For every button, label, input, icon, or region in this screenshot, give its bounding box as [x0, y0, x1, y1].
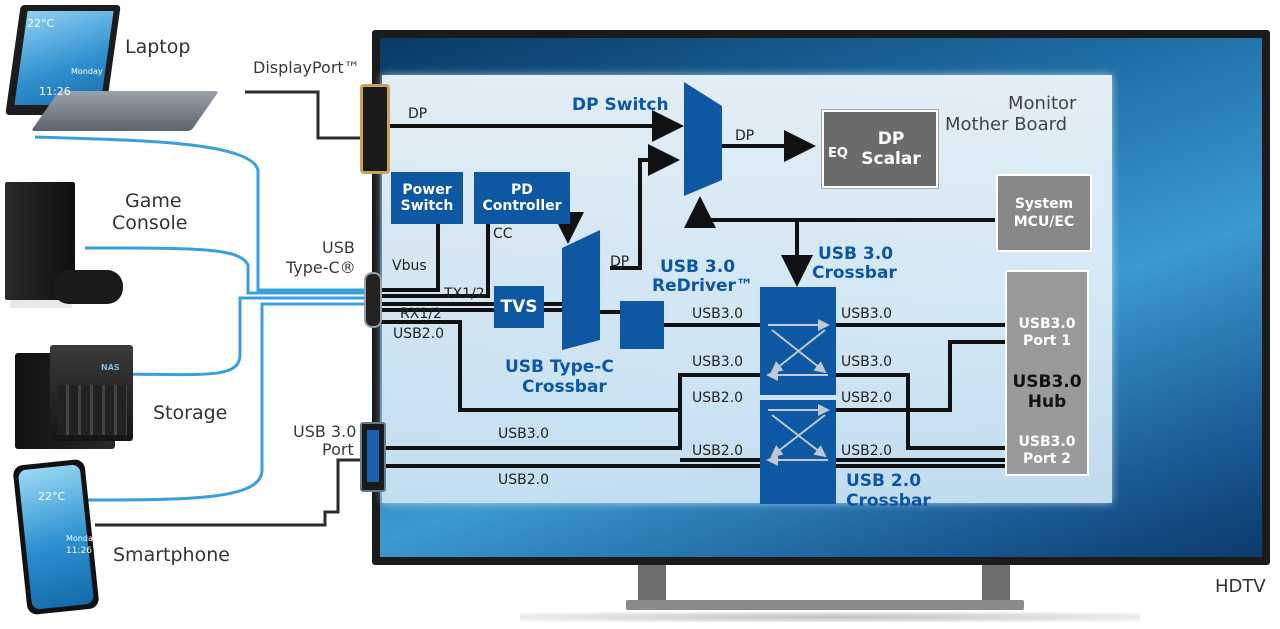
usb30-redriver-block [620, 301, 664, 349]
usb-typec-crossbar-title-line1: USB Type-C [505, 357, 614, 377]
power-switch-line1: Power [402, 182, 452, 198]
tv-stand-leg-left [638, 565, 666, 605]
nas-logo: NAS [101, 363, 120, 372]
power-switch-block: Power Switch [391, 172, 463, 224]
tv-stand-leg-right [982, 565, 1010, 605]
hub-port2-line1: USB3.0 [1018, 434, 1076, 450]
hub-port1-line1: USB3.0 [1018, 316, 1076, 332]
signal-usb20-b: USB2.0 [841, 390, 893, 406]
board-title-line2: Mother Board [945, 114, 1068, 135]
dp-scalar-eq: EQ [828, 146, 848, 161]
hub-port2-line2: Port 2 [1022, 451, 1072, 467]
smartphone-icon: 22°C Monday 11:26 [12, 458, 100, 622]
signal-dp-out: DP [735, 128, 755, 144]
usb-typec-label-line1: USB [322, 238, 355, 257]
usb20-crossbar-title-line1: USB 2.0 [846, 471, 922, 491]
signal-usb30-b: USB3.0 [841, 306, 893, 322]
signal-rx: RX1/2 [400, 306, 442, 322]
pd-controller-block: PD Controller [474, 172, 570, 224]
usb30-redriver-title-line1: USB 3.0 [660, 257, 736, 277]
game-console-label-line2: Console [112, 212, 188, 234]
dp-scalar-line1: DP [877, 129, 905, 149]
displayport-connector [360, 84, 390, 174]
displayport-label: DisplayPort™ [253, 58, 360, 77]
system-mcu-line2: MCU/EC [1013, 214, 1075, 230]
gamepad-icon [53, 270, 123, 304]
laptop-icon: 22°C 11:26 Monday [5, 5, 220, 140]
signal-cc: CC [493, 226, 513, 242]
game-console-icon [5, 182, 135, 322]
hub-port1-line2: Port 1 [1022, 333, 1072, 349]
laptop-screen-day: Monday [71, 67, 103, 76]
system-mcu-line1: System [1014, 196, 1074, 212]
smartphone-label: Smartphone [113, 544, 230, 566]
phone-screen-time: 11:26 [66, 546, 92, 556]
signal-usb30-d: USB3.0 [841, 354, 893, 370]
board-title-line1: Monitor [1008, 93, 1077, 114]
laptop-label: Laptop [125, 36, 191, 58]
hdtv-label: HDTV [1215, 576, 1266, 597]
tv-stand-shadow [520, 612, 1140, 622]
tv-stand-base [626, 600, 1024, 610]
dp-switch-title: DP Switch [572, 95, 669, 115]
signal-usb20-d: USB2.0 [841, 443, 893, 459]
signal-usb20-c: USB2.0 [692, 443, 744, 459]
signal-usb20-a: USB2.0 [692, 390, 744, 406]
usb30-port-connector [360, 422, 386, 492]
usb30-port-label-line1: USB 3.0 [293, 422, 357, 441]
phone-screen-day: Monday [66, 534, 98, 543]
phone-screen-temp: 22°C [38, 490, 66, 503]
storage-label: Storage [153, 402, 228, 424]
usb30-redriver-title-line2: ReDriver™ [652, 276, 753, 296]
dp-scalar-block: EQ DP Scalar [822, 110, 938, 188]
signal-usb30-c: USB3.0 [692, 354, 744, 370]
tvs-label: TVS [500, 297, 538, 317]
signal-usb20-typec: USB2.0 [393, 326, 445, 342]
signal-usb30-a: USB3.0 [692, 306, 744, 322]
signal-dp-from-crossbar: DP [610, 254, 630, 270]
dp-scalar-line2: Scalar [861, 149, 921, 169]
hub-name-line2: Hub [1027, 392, 1067, 412]
game-console-label-line1: Game [125, 190, 182, 212]
tvs-block: TVS [494, 286, 544, 328]
usb30-crossbar-title-line2: Crossbar [812, 263, 897, 283]
power-switch-line2: Switch [400, 198, 454, 214]
system-mcu-block: System MCU/EC [996, 174, 1092, 252]
usb30-port-label-line2: Port [322, 440, 354, 459]
usb30-hub-block: USB3.0 Port 1 USB3.0 Hub USB3.0 Port 2 [1005, 270, 1089, 476]
signal-usb30-port: USB3.0 [498, 426, 550, 442]
usb-typec-crossbar-title-line2: Crossbar [522, 377, 607, 397]
laptop-screen-time: 11:26 [39, 85, 71, 98]
usb20-crossbar-title-line2: Crossbar [846, 491, 931, 511]
pd-controller-line2: Controller [482, 198, 562, 214]
signal-usb20-port: USB2.0 [498, 472, 550, 488]
usb30-crossbar-title-line1: USB 3.0 [818, 244, 894, 264]
pd-controller-line1: PD [511, 182, 533, 198]
signal-tx: TX1/2 [444, 286, 485, 302]
device-cables [34, 135, 368, 502]
laptop-screen-temp: 22°C [27, 17, 55, 30]
storage-icon: NAS [15, 345, 133, 450]
usb-typec-connector [364, 272, 382, 328]
usb-typec-label-line2: Type-C® [286, 258, 356, 277]
signal-dp-in: DP [408, 106, 428, 122]
signal-vbus: Vbus [392, 258, 427, 274]
hub-name-line1: USB3.0 [1012, 372, 1082, 392]
